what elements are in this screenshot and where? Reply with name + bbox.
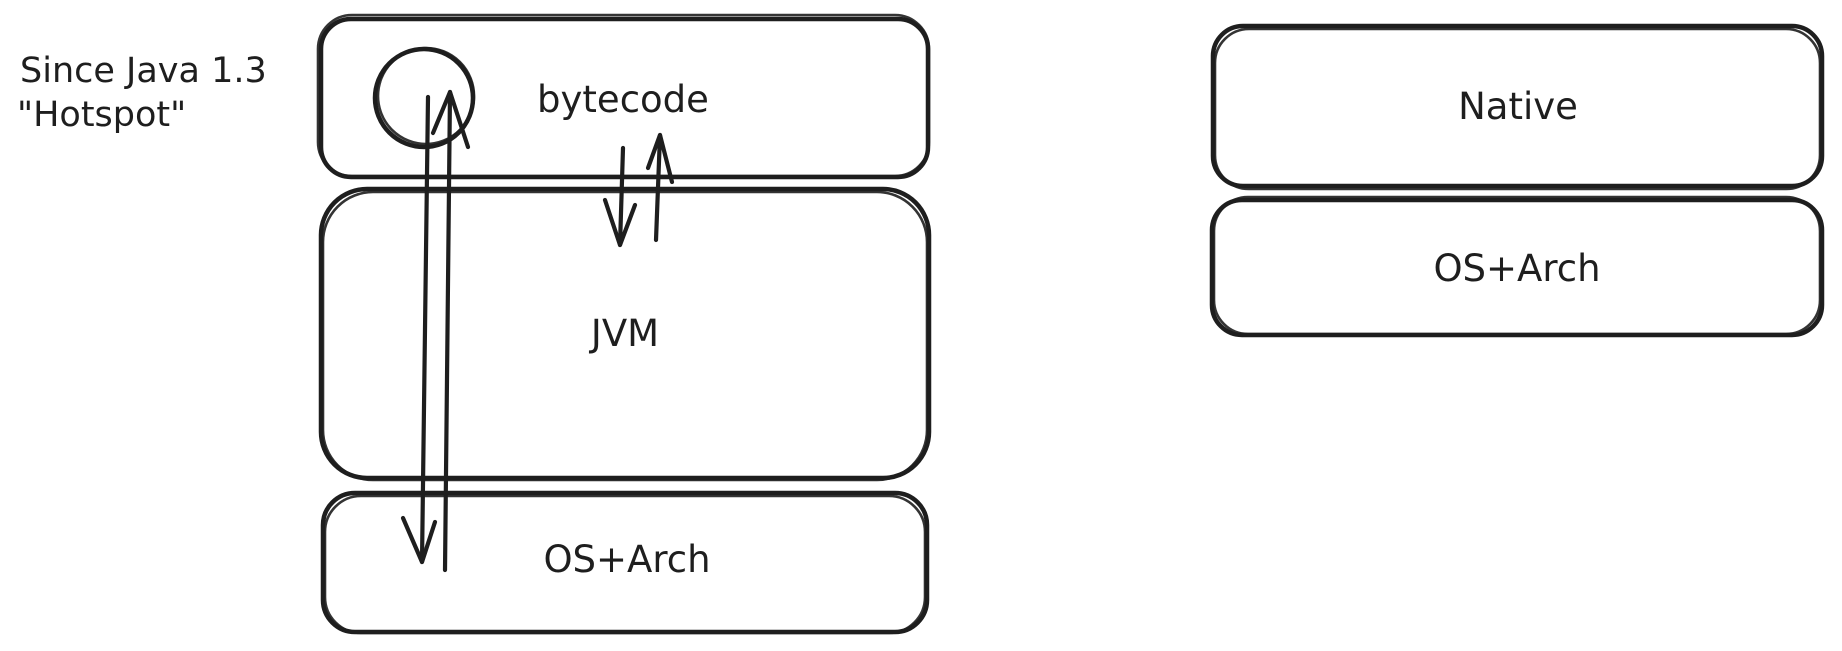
bytecode-to-jvm-arrow-down — [602, 145, 638, 248]
jvm-to-bytecode-arrow-up — [645, 132, 675, 243]
os-to-bytecode-arrow-up — [430, 89, 471, 573]
left-os-arch-box — [320, 490, 930, 635]
native-label: Native — [1458, 85, 1578, 128]
annotation-since-java: Since Java 1.3 — [20, 51, 267, 91]
jvm-box — [318, 186, 932, 482]
bytecode-to-os-arrow-down — [400, 94, 438, 565]
right-os-arch-label: OS+Arch — [1433, 247, 1600, 290]
hotspot-circle-icon — [372, 46, 476, 150]
jvm-label: JVM — [589, 312, 659, 355]
bytecode-label: bytecode — [537, 78, 709, 121]
native-box — [1210, 23, 1825, 191]
annotation-hotspot: "Hotspot" — [17, 95, 186, 135]
left-os-arch-label: OS+Arch — [543, 538, 710, 581]
right-os-arch-box — [1209, 195, 1825, 338]
